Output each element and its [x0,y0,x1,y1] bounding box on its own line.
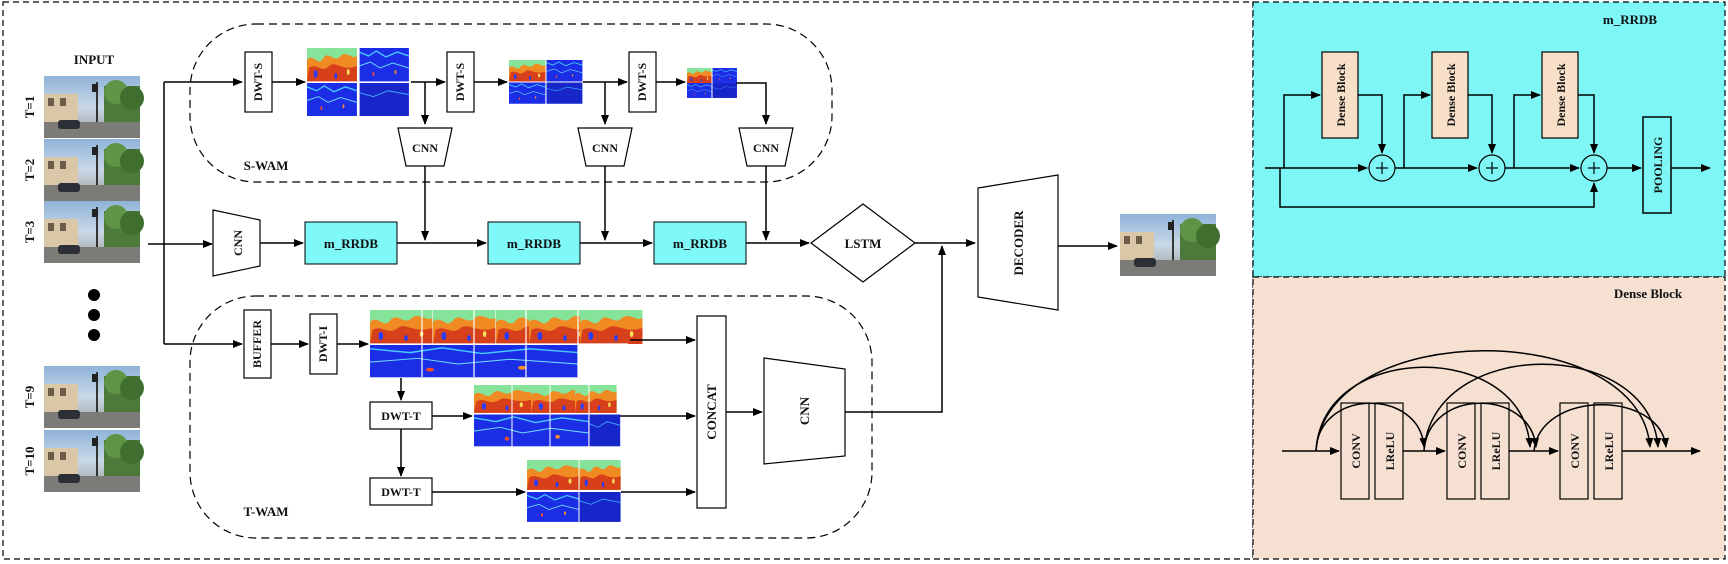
dense-lrelu-1 [1374,402,1404,500]
pooling-label: POOLING [1651,137,1665,194]
dense-lrelu-2 [1480,402,1510,500]
output-frame-image [1120,214,1220,276]
frame-label-t9: T=9 [22,385,37,408]
rrdb-panel-title: m_RRDB [1603,12,1657,27]
m-rrdb-block-2 [487,221,581,265]
rrdb-dense-block-label-2: Dense Block [1444,63,1458,126]
dwt-t-block-2 [369,477,433,506]
s-wam-label: S-WAM [244,158,289,173]
decoder-label: DECODER [1011,210,1026,276]
encoder-cnn [212,209,261,277]
t-wam-cnn [763,357,846,465]
t-wam-wavelet-row-2-image [473,385,621,449]
concat-block [696,315,727,509]
dwt-i-label: DWT-I [316,326,330,363]
s-wam-cnn-3 [738,127,794,167]
rrdb-sum-node-3 [1580,154,1608,182]
m-rrdb-label-1: m_RRDB [324,236,378,251]
t-wam-cnn-label: CNN [797,396,812,425]
input-frame-1-image [44,76,144,138]
frame-label-t2: T=2 [22,159,37,182]
dwt-t-label-2: DWT-T [381,485,421,499]
rrdb-dense-block-2 [1431,51,1469,139]
frame-label-t3: T=3 [22,220,37,243]
dwt-s-label-2: DWT-S [453,63,467,102]
dense-lrelu-label-3: LReLU [1602,431,1616,470]
dense-lrelu-label-1: LReLU [1383,431,1397,470]
m-rrdb-block-3 [653,221,747,265]
s-wam-cnn-label-1: CNN [412,141,438,155]
s-wam-cnn-2 [577,127,633,167]
dense-conv-label-1: CONV [1349,433,1363,469]
s-wam-cnn-label-2: CNN [592,141,618,155]
decoder-block [977,174,1059,311]
dense-conv-label-3: CONV [1568,433,1582,469]
buffer-label: BUFFER [250,320,264,368]
dwt-s-label-1: DWT-S [251,63,265,102]
dwt-s-block-2 [446,51,475,113]
lstm-label: LSTM [845,236,882,251]
buffer-block [243,309,272,379]
dense-panel-title: Dense Block [1614,286,1683,301]
s-wam-wavelet-level-3-image [686,67,738,99]
rrdb-dense-block-label-1: Dense Block [1334,63,1348,126]
t-wam-label: T-WAM [243,504,288,519]
main-frame [2,1,1254,560]
dense-conv-3 [1559,402,1589,500]
s-wam-wavelet-level-1-image [306,47,411,117]
rrdb-dense-block-3 [1541,51,1579,139]
dense-conv-2 [1446,402,1476,500]
s-wam-wavelet-level-2-image [508,59,583,105]
input-frame-2-image [44,139,144,201]
ellipsis-dot [88,289,100,301]
rrdb-sum-node-1 [1368,154,1396,182]
dwt-s-block-1 [244,51,273,113]
dense-lrelu-label-2: LReLU [1489,431,1503,470]
s-wam-group [189,23,833,183]
dwt-s-label-3: DWT-S [635,63,649,102]
rrdb-dense-block-1 [1321,51,1359,139]
t-wam-group [189,295,873,539]
s-wam-cnn-label-3: CNN [753,141,779,155]
m-rrdb-block-1 [304,221,398,265]
ellipsis-dot [88,329,100,341]
input-label: INPUT [74,52,115,67]
concat-label: CONCAT [704,384,719,440]
s-wam-cnn-1 [397,127,453,167]
dense-conv-1 [1340,402,1370,500]
t-wam-wavelet-row-1-image [368,310,643,379]
dense-conv-label-2: CONV [1455,433,1469,469]
rrdb-dense-block-label-3: Dense Block [1554,63,1568,126]
encoder-cnn-label: CNN [231,230,245,256]
frame-label-t1: T=1 [22,96,37,119]
t-wam-wavelet-row-3-image [526,460,622,523]
rrdb-sum-node-2 [1478,154,1506,182]
ellipsis-dot [88,309,100,321]
m-rrdb-label-3: m_RRDB [673,236,727,251]
lstm-block [810,203,916,283]
frame-label-t10: T=10 [22,446,37,475]
pooling-block [1642,116,1672,214]
input-frame-10-image [44,430,144,492]
m-rrdb-label-2: m_RRDB [507,236,561,251]
dwt-t-label-1: DWT-T [381,409,421,423]
input-frame-3-image [44,201,144,263]
input-frame-9-image [44,366,144,428]
